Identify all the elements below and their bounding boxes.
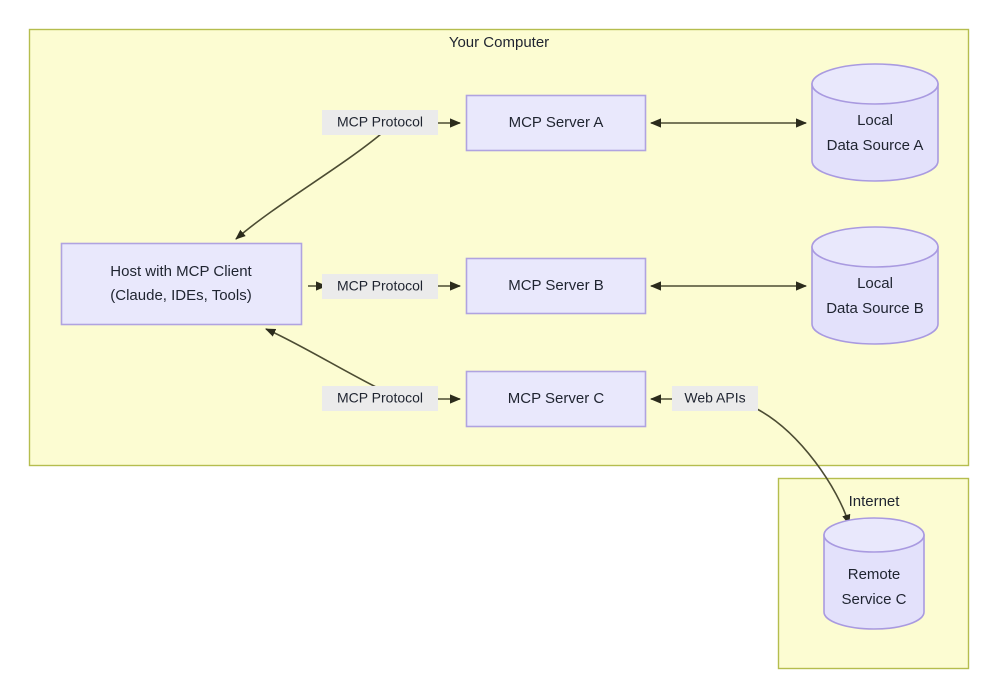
server-b-label: MCP Server B	[508, 277, 604, 294]
edge-label-protocol-a: MCP Protocol	[322, 110, 438, 135]
node-host-with-mcp-client[interactable]: Host with MCP Client (Claude, IDEs, Tool…	[60, 242, 303, 326]
group-internet: Internet	[777, 477, 970, 670]
data-source-b-cylinder-top	[811, 226, 939, 268]
server-a-box[interactable]	[465, 94, 647, 152]
data-source-a-cylinder-top	[811, 63, 939, 105]
remote-service-c-label-line1: Remote	[848, 566, 901, 583]
node-remote-service-c[interactable]: Remote Service C	[823, 517, 925, 630]
edge-server-a-return-to-host	[235, 133, 382, 240]
web-apis-label: Web APIs	[684, 390, 745, 406]
host-label-line2: (Claude, IDEs, Tools)	[110, 287, 251, 304]
host-box[interactable]	[60, 242, 303, 326]
edge-label-protocol-b: MCP Protocol	[322, 274, 438, 299]
server-b-box[interactable]	[465, 257, 647, 315]
node-mcp-server-b[interactable]: MCP Server B	[465, 257, 647, 315]
edge-label-web-apis: Web APIs	[672, 386, 758, 411]
web-apis-chip	[672, 386, 758, 411]
internet-title: Internet	[849, 493, 901, 510]
your-computer-title: Your Computer	[449, 34, 549, 51]
node-local-data-source-a[interactable]: Local Data Source A	[811, 63, 939, 182]
data-source-a-label-line2: Data Source A	[827, 137, 924, 154]
edge-label-protocol-c: MCP Protocol	[322, 386, 438, 411]
protocol-c-chip	[322, 386, 438, 411]
server-c-box[interactable]	[465, 370, 647, 428]
data-source-a-label-line1: Local	[857, 112, 893, 129]
internet-boundary	[777, 477, 970, 670]
server-a-label: MCP Server A	[509, 114, 604, 131]
data-source-b-label-line2: Data Source B	[826, 300, 924, 317]
server-c-label: MCP Server C	[508, 390, 605, 407]
data-source-b-label-line1: Local	[857, 275, 893, 292]
node-local-data-source-b[interactable]: Local Data Source B	[811, 226, 939, 345]
edge-web-apis-to-remote-service-c	[756, 408, 851, 525]
remote-service-c-cylinder-top	[823, 517, 925, 553]
data-source-b-cylinder-body[interactable]	[811, 246, 939, 345]
protocol-a-label: MCP Protocol	[337, 114, 423, 130]
node-mcp-server-c[interactable]: MCP Server C	[465, 370, 647, 428]
protocol-a-chip	[322, 110, 438, 135]
node-mcp-server-a[interactable]: MCP Server A	[465, 94, 647, 152]
protocol-b-label: MCP Protocol	[337, 278, 423, 294]
remote-service-c-label-line2: Service C	[841, 591, 906, 608]
host-label-line1: Host with MCP Client	[110, 263, 252, 280]
edge-server-c-return-to-host	[265, 328, 383, 391]
data-source-a-cylinder-body[interactable]	[811, 83, 939, 182]
protocol-c-label: MCP Protocol	[337, 390, 423, 406]
remote-service-c-cylinder-body[interactable]	[823, 534, 925, 630]
protocol-b-chip	[322, 274, 438, 299]
